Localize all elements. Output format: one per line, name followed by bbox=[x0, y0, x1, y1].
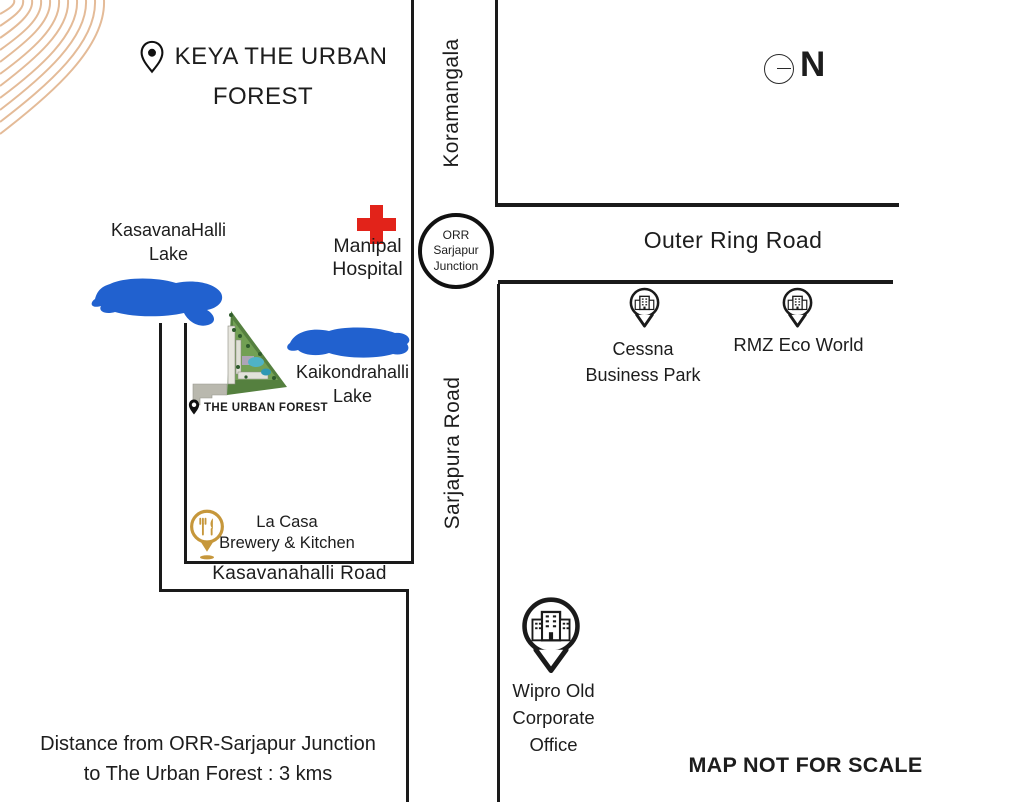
road-label-kasavanahalli: Kasavanahalli Road bbox=[212, 563, 387, 584]
title-line2: FOREST bbox=[212, 83, 314, 110]
road-line-orr-bottom bbox=[498, 280, 893, 284]
road-line-west-outer bbox=[159, 323, 162, 592]
urban-forest-label: THE URBAN FOREST bbox=[204, 402, 328, 414]
road-line-koramangala-right bbox=[495, 0, 498, 203]
restaurant-pin-icon bbox=[190, 509, 224, 560]
building-pin-icon bbox=[522, 597, 580, 674]
wipro-line1: Wipro Old bbox=[512, 680, 595, 701]
kaikondrahalli-lake-line2: Lake bbox=[332, 386, 373, 406]
wipro-office-label: Wipro Old Corporate Office bbox=[491, 677, 616, 758]
compass-icon bbox=[764, 54, 794, 84]
road-line-orr-top bbox=[495, 203, 899, 207]
urban-forest-tag: THE URBAN FOREST bbox=[188, 399, 328, 415]
road-label-sarjapura: Sarjapura Road bbox=[441, 376, 464, 530]
cessna-line2: Business Park bbox=[585, 365, 701, 385]
cessna-label: Cessna Business Park bbox=[573, 336, 713, 388]
building-pin-icon bbox=[782, 287, 813, 328]
kasavanahalli-lake-shape bbox=[91, 278, 223, 326]
scale-disclaimer: MAP NOT FOR SCALE bbox=[688, 753, 923, 777]
title-line1: KEYA THE URBAN bbox=[174, 43, 388, 70]
compass-needle bbox=[777, 67, 791, 70]
la-casa-line1: La Casa bbox=[256, 513, 318, 531]
wipro-line2: Corporate bbox=[512, 707, 595, 728]
cessna-line1: Cessna bbox=[612, 339, 674, 359]
kaikondrahalli-lake-shape bbox=[287, 327, 410, 358]
distance-line2: to The Urban Forest : 3 kms bbox=[83, 763, 333, 785]
la-casa-label: La Casa Brewery & Kitchen bbox=[216, 512, 358, 554]
junction-line3: Junction bbox=[433, 258, 479, 273]
distance-line1: Distance from ORR-Sarjapur Junction bbox=[40, 733, 376, 755]
red-cross-horizontal bbox=[357, 218, 396, 231]
manipal-line1: Manipal bbox=[333, 235, 402, 257]
road-line-koramangala-left bbox=[411, 0, 414, 564]
location-pin-icon bbox=[140, 40, 164, 74]
orr-sarjapur-junction-badge: ORR Sarjapur Junction bbox=[418, 213, 494, 289]
road-label-koramangala: Koramangala bbox=[440, 38, 463, 168]
decorative-waves bbox=[0, 0, 106, 135]
road-line-kasavanahalli-bottom bbox=[159, 589, 409, 592]
road-line-kasavanahalli-top bbox=[184, 561, 414, 564]
red-cross-icon bbox=[357, 205, 396, 244]
map-pin-icon bbox=[188, 399, 200, 415]
manipal-line2: Hospital bbox=[332, 258, 403, 280]
kaikondrahalli-lake-label: Kaikondrahalli Lake bbox=[280, 360, 425, 408]
road-line-sarjapura-right bbox=[497, 284, 500, 802]
junction-line1: ORR bbox=[442, 227, 470, 242]
road-line-south bbox=[406, 589, 409, 802]
kasavanahalli-lake-line1: KasavanaHalli bbox=[110, 220, 227, 240]
road-line-west-inner bbox=[184, 323, 187, 561]
wipro-line3: Office bbox=[529, 734, 578, 755]
kasavanahalli-lake-label: KasavanaHalli Lake bbox=[96, 218, 241, 266]
kaikondrahalli-lake-line1: Kaikondrahalli bbox=[295, 362, 410, 382]
site-plan bbox=[192, 311, 287, 406]
north-label: N bbox=[800, 45, 826, 84]
distance-note: Distance from ORR-Sarjapur Junction to T… bbox=[14, 729, 402, 789]
la-casa-line2: Brewery & Kitchen bbox=[219, 534, 355, 552]
road-label-outer-ring-road: Outer Ring Road bbox=[643, 227, 823, 253]
rmz-eco-world-label: RMZ Eco World bbox=[733, 334, 864, 355]
junction-line2: Sarjapur bbox=[433, 243, 479, 258]
map-title: KEYA THE URBAN FOREST bbox=[138, 40, 388, 111]
building-pin-icon bbox=[629, 287, 660, 328]
kasavanahalli-lake-line2: Lake bbox=[148, 244, 189, 264]
manipal-hospital-label: Manipal Hospital bbox=[305, 235, 430, 281]
